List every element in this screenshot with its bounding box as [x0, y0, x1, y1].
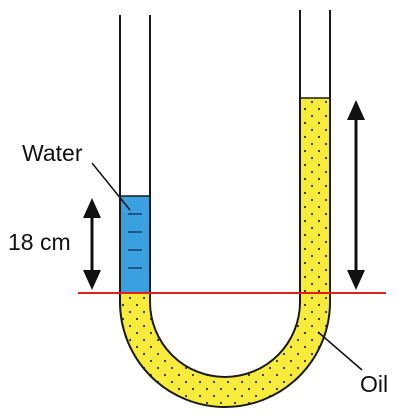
- oil-fill: [120, 98, 330, 407]
- water-label: Water: [22, 140, 83, 166]
- water-height-arrow: [83, 198, 101, 290]
- water-fill: [120, 196, 150, 292]
- tube-outer-wall: [119, 10, 331, 408]
- tube-inner-wall: [149, 10, 301, 378]
- oil-height-arrow: [347, 100, 365, 290]
- water-leader-line: [91, 162, 131, 211]
- oil-label: Oil: [360, 371, 388, 397]
- water-graduation-ticks: [128, 213, 142, 269]
- oil-leader-line: [317, 331, 363, 371]
- water-height-label: 18 cm: [8, 229, 71, 255]
